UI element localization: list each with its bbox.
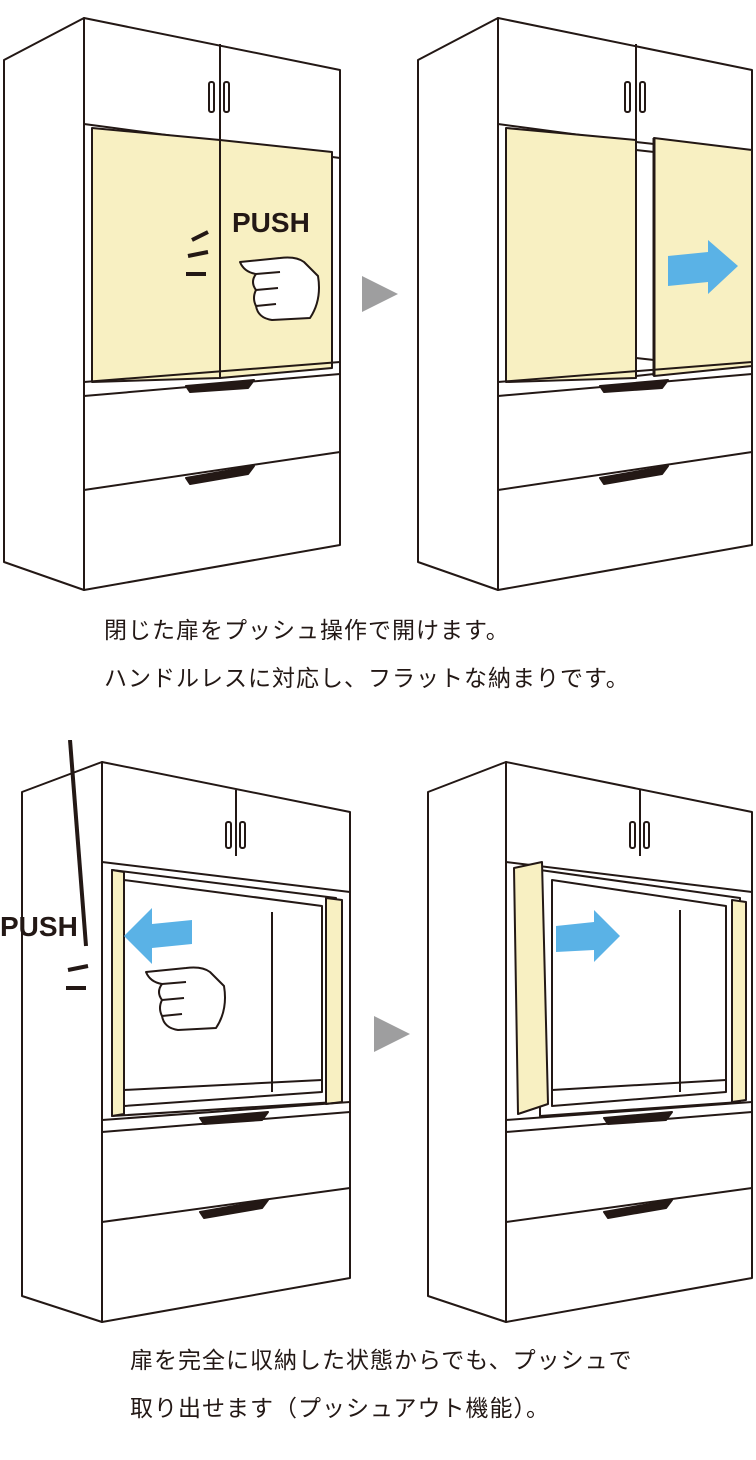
play-triangle-icon: [374, 1016, 410, 1052]
caption-push-open: 閉じた扉をプッシュ操作で開けます。 ハンドルレスに対応し、フラットな納まりです。: [0, 616, 756, 706]
play-triangle-icon: [362, 276, 398, 312]
diagram-push-open: PUSH: [3, 17, 753, 591]
door-left: [505, 127, 637, 383]
cabinet-open: [417, 17, 753, 591]
door-edge-right: [731, 899, 747, 1103]
door-stored-left: [111, 869, 125, 1117]
door-stored-right: [325, 897, 343, 1105]
caption-line: 扉を完全に収納した状態からでも、プッシュで: [130, 1348, 633, 1374]
diagram-push-out: PUSH: [0, 740, 753, 1323]
arrow-icon: [668, 240, 738, 294]
caption-push-out: 扉を完全に収納した状態からでも、プッシュで 取り出せます（プッシュアウト機能）。: [0, 1346, 756, 1446]
cabinet-stored: [21, 740, 351, 1323]
arrow-icon: [124, 908, 192, 964]
cabinet-pushed-out: [427, 761, 753, 1323]
cabinet-closed: [3, 17, 341, 591]
caption-line: 取り出せます（プッシュアウト機能）。: [130, 1396, 551, 1422]
arrow-icon: [556, 910, 620, 962]
door-pulled-out: [513, 861, 549, 1115]
caption-line: 閉じた扉をプッシュ操作で開けます。: [104, 618, 510, 644]
push-label: PUSH: [0, 911, 78, 942]
push-label: PUSH: [232, 207, 310, 238]
caption-line: ハンドルレスに対応し、フラットな納まりです。: [104, 666, 630, 692]
